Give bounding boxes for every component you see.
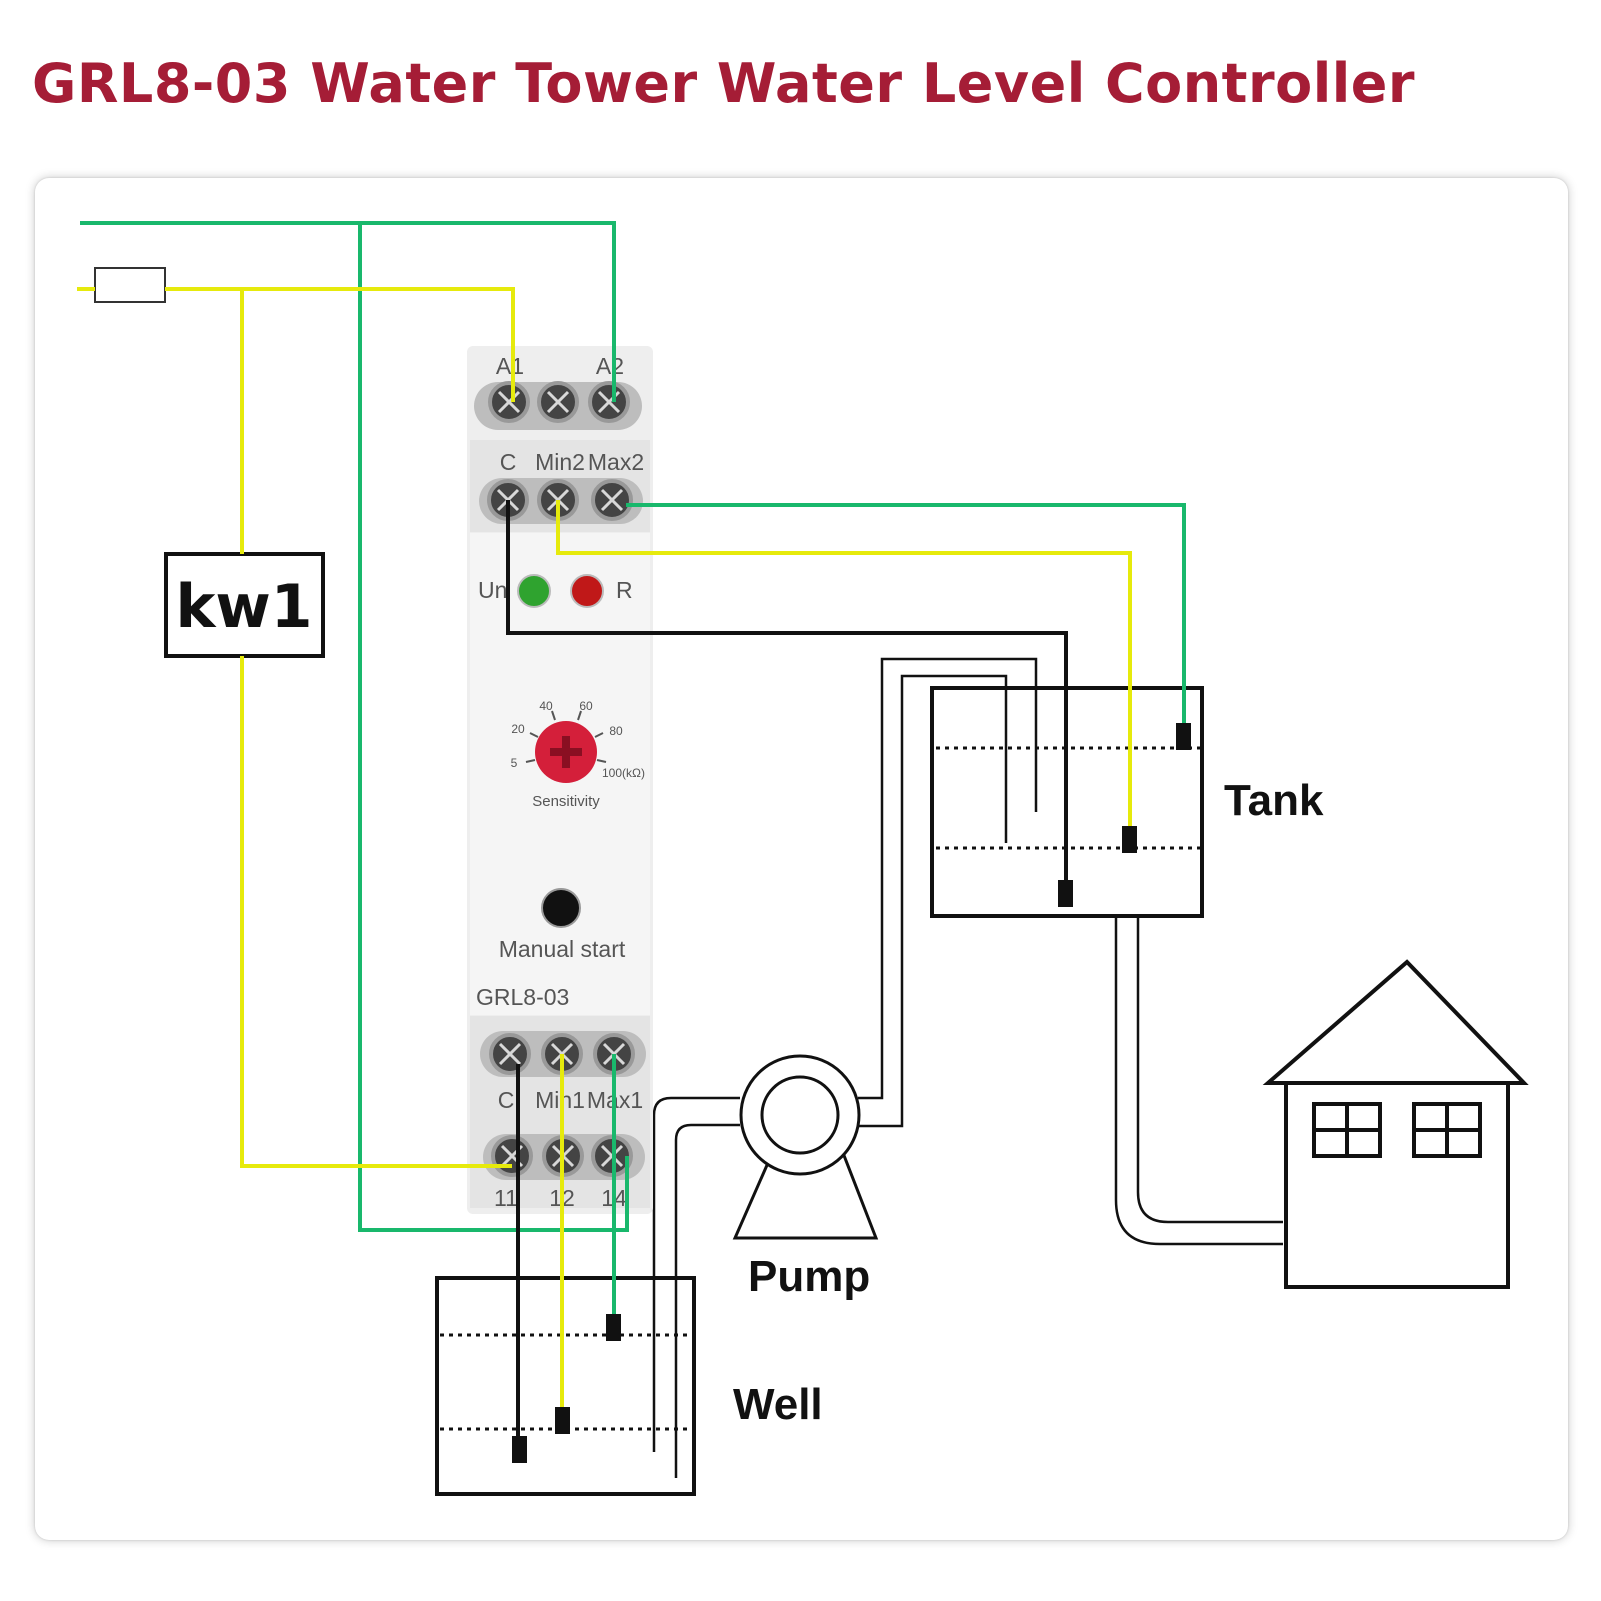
level-probes [512, 723, 1191, 1463]
manual-start-button[interactable] [541, 888, 581, 928]
pipe-well-to-pump [652, 1096, 740, 1478]
pump-icon [732, 1054, 879, 1240]
led-red-icon [570, 574, 604, 608]
dial-tick-20: 20 [511, 722, 525, 736]
pipe-tank-to-house [1114, 918, 1283, 1246]
terminal-11-label: 11 [494, 1185, 518, 1211]
kw1-label: kw1 [175, 572, 312, 642]
sensitivity-dial[interactable]: 5 20 40 60 80 100(kΩ) Sensitivity [511, 699, 645, 810]
device-model-label: GRL8-03 [476, 984, 569, 1010]
led-un-label: Un [478, 577, 507, 603]
sensitivity-label: Sensitivity [532, 793, 600, 810]
terminal-max2-label: Max2 [588, 449, 644, 475]
house-icon [1262, 959, 1529, 1289]
kw1-contactor: kw1 [164, 552, 325, 658]
probe-c1 [512, 1436, 527, 1463]
wire-green [80, 221, 1186, 1320]
dial-tick-5: 5 [511, 756, 518, 770]
probe-min1 [555, 1407, 570, 1434]
terminal-c2-label: C [500, 449, 517, 475]
probe-max2 [1176, 723, 1191, 750]
terminal-a1-label: A1 [496, 353, 524, 379]
wire-yellow [77, 287, 1132, 1410]
manual-start-label: Manual start [499, 936, 626, 962]
probe-c2 [1058, 880, 1073, 907]
well-container [435, 1276, 696, 1496]
terminal-c1-label: C [498, 1087, 515, 1113]
probe-max1 [606, 1314, 621, 1341]
pump-label: Pump [748, 1252, 870, 1301]
dial-tick-40: 40 [539, 699, 553, 713]
terminal-min2-label: Min2 [535, 449, 585, 475]
diagram-panel [35, 178, 1568, 1540]
terminal-a2-label: A2 [596, 353, 624, 379]
dial-tick-100: 100(kΩ) [602, 766, 645, 780]
led-r-label: R [616, 577, 633, 603]
dial-tick-60: 60 [579, 699, 593, 713]
wire-black [506, 500, 1068, 1440]
well-label: Well [733, 1380, 823, 1429]
tank-label: Tank [1224, 776, 1324, 825]
fuse-icon [94, 267, 166, 303]
probe-min2 [1122, 826, 1137, 853]
dial-tick-80: 80 [609, 724, 623, 738]
pipe-pump-to-tank [858, 657, 1038, 1128]
page-title: GRL8-03 Water Tower Water Level Controll… [32, 52, 1415, 115]
led-green-icon [517, 574, 551, 608]
